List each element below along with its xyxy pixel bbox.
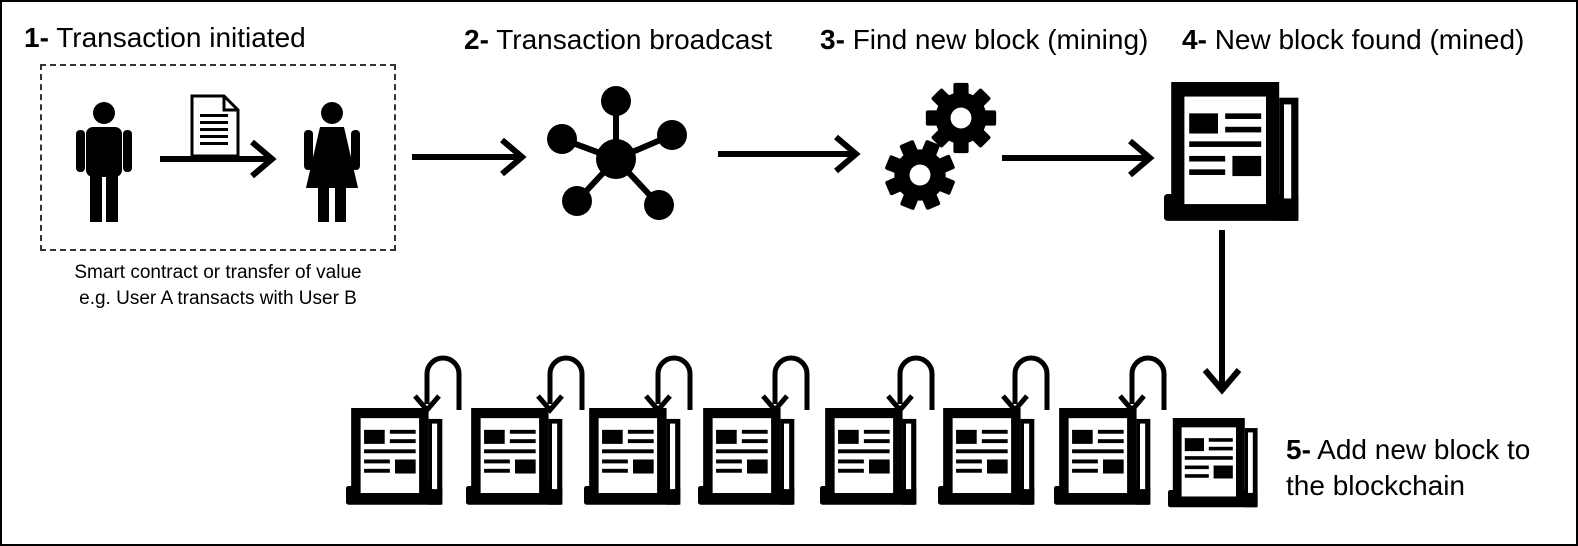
chain-link-arrow-7	[1120, 358, 1164, 410]
document-icon	[190, 94, 240, 158]
transaction-caption: Smart contract or transfer of value e.g.…	[32, 260, 404, 312]
chain-block-5	[820, 408, 917, 505]
step-4-text: New block found (mined)	[1214, 24, 1525, 55]
step-1-text: Transaction initiated	[56, 22, 306, 53]
chain-block-8	[1168, 418, 1258, 508]
transaction-box	[40, 64, 396, 251]
chain-block-6	[938, 408, 1035, 505]
step-5-text-line2: the blockchain	[1286, 470, 1466, 501]
step-2-label: 2- Transaction broadcast	[464, 26, 772, 54]
step-5-label: 5- Add new block to the blockchain	[1286, 432, 1530, 504]
step-5-text-line1: Add new block to	[1317, 434, 1531, 465]
woman-icon	[304, 102, 360, 222]
chain-block-3	[584, 408, 681, 505]
arrow-4-to-5	[1202, 230, 1242, 395]
chain-link-arrow-5	[888, 358, 932, 410]
step-3-number: 3-	[820, 24, 845, 55]
chain-link-arrow-3	[646, 358, 690, 410]
caption-line-1: Smart contract or transfer of value	[74, 262, 362, 283]
chain-link-arrow-1	[415, 358, 459, 410]
transfer-arrow	[160, 139, 277, 179]
step-4-number: 4-	[1182, 24, 1207, 55]
chain-block-2	[466, 408, 563, 505]
step-2-text: Transaction broadcast	[496, 24, 773, 55]
chain-link-arrow-2	[538, 358, 582, 410]
arrow-2-to-3	[718, 134, 861, 174]
step-4-label: 4- New block found (mined)	[1182, 26, 1524, 54]
chain-link-arrows	[415, 358, 1164, 410]
man-icon	[76, 102, 132, 222]
chain-block-1	[346, 408, 443, 505]
step-2-number: 2-	[464, 24, 489, 55]
arrow-1-to-2	[412, 137, 527, 177]
chain-link-arrow-4	[763, 358, 807, 410]
caption-line-2: e.g. User A transacts with User B	[79, 288, 357, 309]
step-3-label: 3- Find new block (mining)	[820, 26, 1148, 54]
step-1-label: 1- Transaction initiated	[24, 24, 306, 52]
network-hub-icon	[547, 86, 687, 220]
step-5-number: 5-	[1286, 434, 1311, 465]
newspaper-block-icon	[1164, 82, 1299, 221]
chain-link-arrow-6	[1003, 358, 1047, 410]
chain-block-4	[698, 408, 795, 505]
blockchain-row	[346, 408, 1258, 508]
gears-icon	[874, 82, 997, 221]
step-3-text: Find new block (mining)	[852, 24, 1149, 55]
chain-block-7	[1054, 408, 1151, 505]
arrow-3-to-4	[1002, 138, 1155, 178]
step-1-number: 1-	[24, 22, 49, 53]
